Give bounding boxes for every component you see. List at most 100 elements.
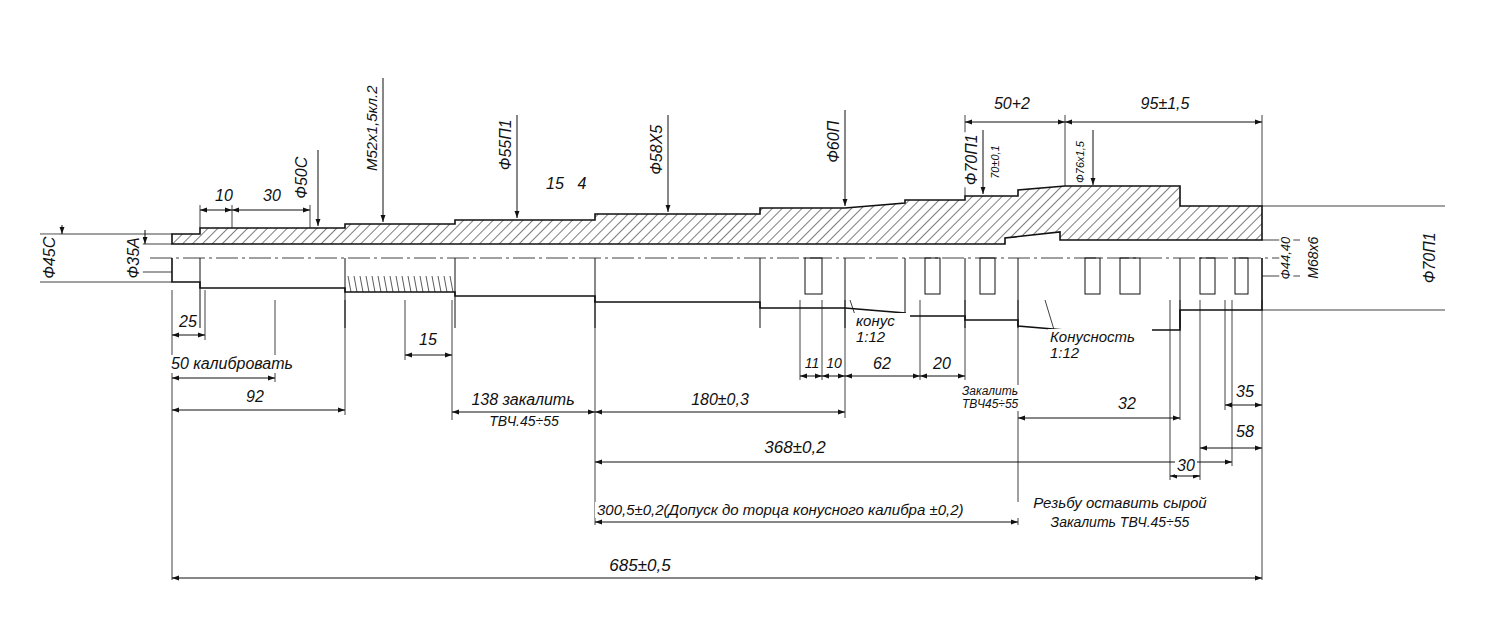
dimension-line	[595, 522, 1018, 523]
step-line	[200, 258, 201, 328]
dimension-label: 30	[1175, 457, 1197, 475]
extension-line	[1262, 115, 1263, 206]
thread-mark	[444, 276, 447, 292]
leader-line	[983, 130, 984, 194]
groove	[805, 258, 822, 294]
extension-line	[920, 300, 921, 380]
dimension-line	[1065, 122, 1262, 123]
dimension-line	[172, 578, 1262, 579]
thread-mark	[348, 276, 351, 292]
diameter-label: Ф58Х5	[648, 123, 666, 177]
diameter-label: Ф70П1	[963, 132, 981, 187]
dimension-label: 30	[261, 187, 283, 205]
step-line	[760, 258, 761, 328]
thread-mark	[426, 276, 429, 292]
dimension-label: 10	[824, 356, 844, 371]
thread-mark	[372, 276, 375, 292]
extension-line	[205, 290, 206, 340]
leader-line	[145, 230, 146, 244]
thread-mark	[408, 276, 411, 292]
dimension-label: 95±1,5	[1139, 95, 1192, 113]
thread-mark	[378, 276, 381, 292]
shaft-body	[150, 186, 1285, 330]
step-line	[455, 258, 456, 328]
extension-line	[1065, 115, 1066, 186]
dimension-label: 20	[931, 355, 953, 373]
diameter-label: Ф35А	[125, 235, 143, 280]
dimension-line	[405, 355, 452, 356]
leader-line	[318, 150, 319, 226]
dimension-label: 11	[803, 356, 822, 371]
dimension-line	[172, 335, 205, 336]
groove	[925, 258, 940, 294]
thread-mark	[438, 276, 441, 292]
dimension-line	[845, 376, 920, 377]
groove	[980, 258, 995, 294]
diameter-label: Ф44,40	[1279, 235, 1293, 282]
dimension-line	[595, 412, 845, 413]
extension-line	[200, 205, 201, 228]
diameter-label: Ф76х1,5	[1074, 139, 1086, 185]
dimension-label: 62	[871, 355, 893, 373]
leader-line	[517, 115, 518, 218]
dimension-label: 32	[1116, 395, 1138, 413]
groove	[1200, 258, 1215, 294]
dimension-line	[800, 376, 822, 377]
dimension-label: 50+2	[992, 95, 1032, 113]
dimension-label: Резьбу оставить сырой	[1031, 495, 1208, 512]
thread-mark	[390, 276, 393, 292]
dimension-label: Закалить ТВЧ.45÷55	[1049, 515, 1192, 530]
hatched-section	[172, 186, 1262, 244]
dimension-label: 50 калибровать	[169, 355, 295, 373]
extension-line	[800, 300, 801, 380]
dimension-line	[1225, 405, 1262, 406]
dimension-label: 15	[417, 331, 439, 349]
extension-line	[1225, 300, 1226, 410]
dimension-line	[172, 410, 345, 411]
thread-mark	[432, 276, 435, 292]
leader-line	[668, 115, 669, 212]
extension-line	[405, 300, 406, 360]
diameter-label: Ф50С	[293, 155, 311, 201]
dimension-label: 300,5±0,2(Допуск до торца конусного кали…	[595, 502, 1029, 519]
dimension-line	[172, 378, 275, 379]
dimension-label: 10	[213, 187, 235, 205]
extension-line	[345, 300, 346, 415]
extension-line	[232, 205, 233, 228]
dimension-label: 35	[1234, 383, 1256, 401]
groove	[1120, 258, 1140, 294]
extension-line	[1018, 300, 1019, 525]
leader-line	[383, 78, 384, 222]
dimension-line	[452, 412, 595, 413]
thread-mark	[414, 276, 417, 292]
dimension-label: ТВЧ.45÷55	[487, 414, 561, 429]
thread-mark	[366, 276, 369, 292]
groove	[1085, 258, 1100, 294]
extension-line	[1200, 300, 1201, 480]
diameter-label: 70±0,1	[989, 143, 1001, 181]
dimension-label: Закалить ТВЧ45÷55	[960, 385, 1046, 411]
extension-line	[40, 234, 172, 235]
dimension-label: 92	[244, 388, 266, 406]
extension-line	[1180, 300, 1181, 420]
diameter-label: Ф45С	[41, 235, 59, 281]
dimension-label: конус 1:12	[854, 313, 910, 346]
dimension-line	[822, 376, 845, 377]
extension-line	[1232, 300, 1233, 466]
extension-line	[452, 300, 453, 420]
extension-line	[822, 300, 823, 380]
dimension-label: 685±0,5	[607, 557, 672, 576]
thread-mark	[402, 276, 405, 292]
extension-line	[1170, 300, 1171, 480]
dimension-line	[232, 210, 310, 211]
extension-line	[1262, 310, 1445, 311]
extension-line	[40, 282, 172, 283]
leader-line	[1093, 130, 1094, 185]
leader-line	[62, 225, 63, 234]
diameter-label: Ф60П	[825, 119, 843, 165]
extension-line	[965, 300, 966, 380]
dimension-label: 4	[576, 175, 589, 193]
dimension-label: 138 закалить	[469, 391, 576, 409]
center-line	[150, 258, 1285, 259]
